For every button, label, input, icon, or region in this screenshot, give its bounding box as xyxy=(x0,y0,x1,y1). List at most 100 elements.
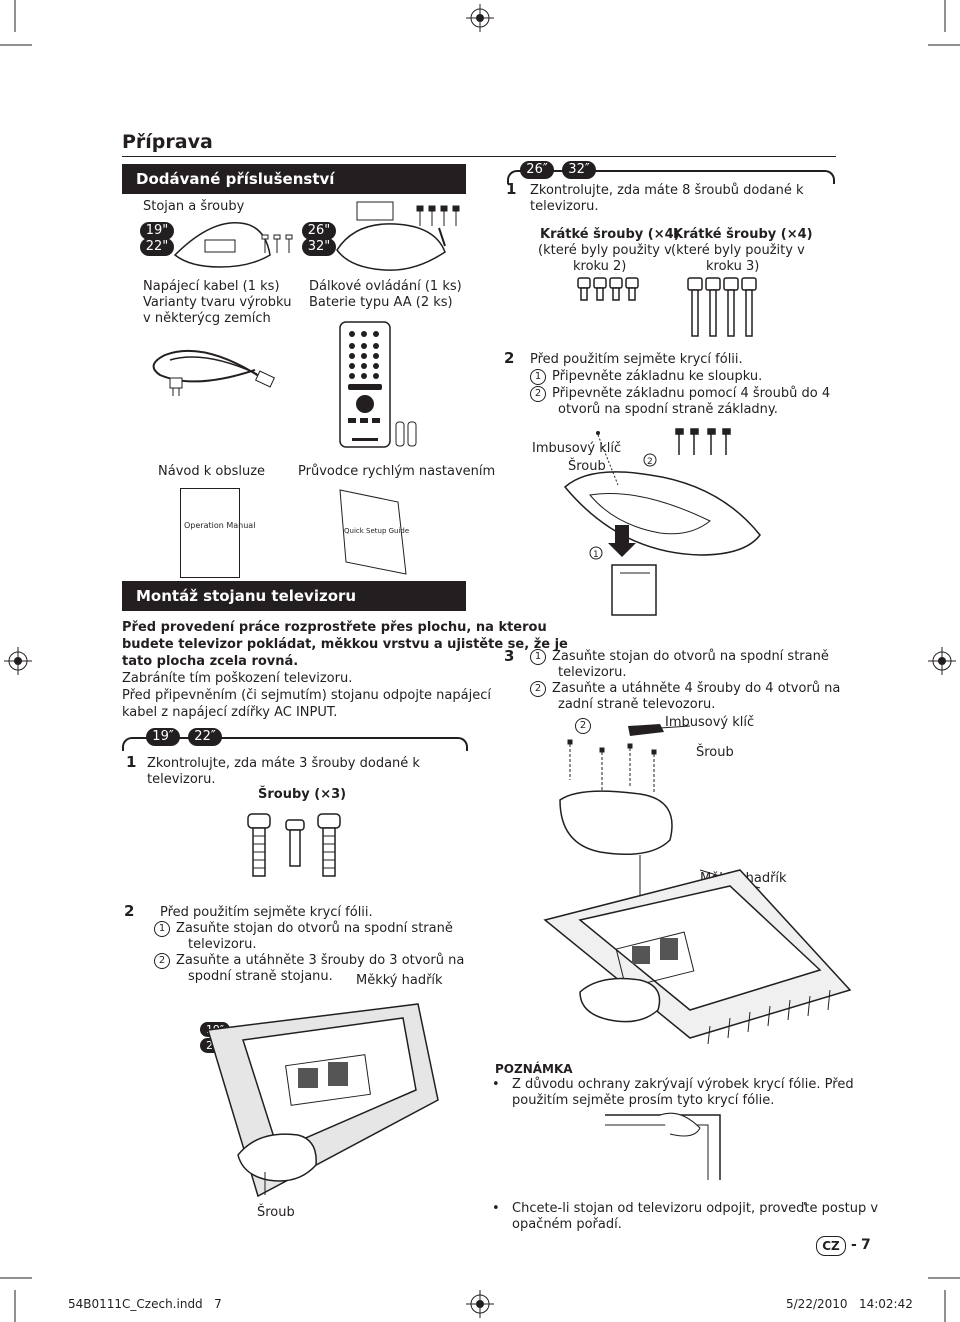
size-pill-32: 32″ xyxy=(562,161,596,179)
step2-sub2: 2 Připevněte základnu pomocí 4 šroubů do … xyxy=(530,385,830,402)
page-number: 7 xyxy=(861,1237,871,1253)
language-badge: CZ xyxy=(816,1236,846,1256)
step-number: 3 xyxy=(504,647,515,665)
screws-3-label: Šrouby (×3) xyxy=(258,787,347,802)
circle-marker: 1 xyxy=(530,649,546,665)
operation-manual-book xyxy=(180,488,240,578)
step3-sub2-cont: zadní straně televozoru. xyxy=(558,697,716,712)
screws-3-illustration xyxy=(247,813,341,877)
size-pill-26: 26″ xyxy=(520,161,554,179)
power-cable-label-3: v některýcg zemích xyxy=(143,311,271,326)
screw-b-sub-2: kroku 3) xyxy=(706,259,760,274)
step2-sub1-text: Připevněte základnu ke sloupku. xyxy=(552,369,763,384)
page-number-dash: - xyxy=(851,1237,857,1253)
quick-guide-label: Průvodce rychlým nastavením xyxy=(298,464,496,479)
stand-19-22-illustration xyxy=(173,222,293,268)
circle-marker-2: 2 xyxy=(575,717,597,734)
step-number: 2 xyxy=(504,349,515,367)
mount-warning-2: budete televizor pokládat, měkkou vrstvu… xyxy=(122,637,568,652)
step3-sub1-cont: televizoru. xyxy=(558,665,627,680)
remote-label-1: Dálkové ovládání (1 ks) xyxy=(309,279,462,294)
step3-sub2: 2 Zasuňte a utáhněte 4 šrouby do 4 otvorů… xyxy=(530,680,840,697)
size-badge-32: 32" xyxy=(302,238,336,256)
circle-marker: 2 xyxy=(530,681,546,697)
footer-filename: 54B0111C_Czech.indd 7 xyxy=(68,1297,222,1311)
screw-b-sub-1: (které byly použity v xyxy=(671,243,805,258)
step-number: 2 xyxy=(124,902,135,920)
short-screws-b-illustration xyxy=(687,277,757,337)
step1-text-b: televizoru. xyxy=(530,199,599,214)
short-screws-a-illustration xyxy=(577,277,639,301)
step2-sub1: 1 Připevněte základnu ke sloupku. xyxy=(530,368,762,385)
circle-marker: 2 xyxy=(575,718,591,734)
screw-a-title: Krátké šrouby (×4) xyxy=(540,227,680,242)
size-tab-19-22 xyxy=(122,737,468,751)
step2-sub2-cont: otvorů na spodní straně základny. xyxy=(558,402,778,417)
power-cable-label-2: Varianty tvaru výrobku xyxy=(143,295,292,310)
stand-label: Stojan a šrouby xyxy=(143,199,245,214)
mount-step2-sub1-cont: televizoru. xyxy=(188,937,257,952)
tv-back-stand-26-32-illustration xyxy=(543,724,852,1045)
screw-label-left: Šroub xyxy=(257,1205,295,1220)
mount-heading: Montáž stojanu televizoru xyxy=(122,581,466,611)
note-bullet-1: • xyxy=(492,1077,500,1092)
remote-control-illustration xyxy=(339,321,417,448)
tv-back-stand-19-22-illustration xyxy=(207,1003,439,1198)
mount-step2-sub2-text: Zasuňte a utáhněte 3 šrouby do 3 otvorů … xyxy=(176,953,465,968)
base-assembly-illustration: 2 1 xyxy=(563,428,761,616)
step3-sub2-text: Zasuňte a utáhněte 4 šrouby do 4 otvorů … xyxy=(552,681,841,696)
screw-a-sub-2: kroku 2) xyxy=(573,259,627,274)
note-2b: opačném pořadí. xyxy=(512,1217,622,1232)
mount-text-2: Před připevněním (či sejmutím) stojanu o… xyxy=(122,688,491,703)
size-badge-22: 22" xyxy=(140,238,174,256)
quick-guide-book xyxy=(339,489,407,575)
mount-warning-1: Před provedení práce rozprostřete přes p… xyxy=(122,620,547,635)
mount-step2-sub1-text: Zasuňte stojan do otvorů na spodní stran… xyxy=(176,921,453,936)
mount-text-1: Zabráníte tím poškození televizoru. xyxy=(122,671,353,686)
hex-key-label-top: Imbusový klíč xyxy=(532,441,622,456)
step-number: 1 xyxy=(506,180,517,198)
note-2a: Chcete-li stojan od televizoru odpojit, … xyxy=(512,1201,879,1216)
remote-label-2: Baterie typu AA (2 ks) xyxy=(309,295,453,310)
mount-text-3: kabel z napájecí zdířky AC INPUT. xyxy=(122,705,338,720)
manual-label: Návod k obsluze xyxy=(158,464,266,479)
size-badge-19: 19" xyxy=(140,222,174,240)
step1-text-a: Zkontrolujte, zda máte 8 šroubů dodané k xyxy=(530,183,804,198)
size-badge-26: 26" xyxy=(302,222,336,240)
stand-26-32-illustration xyxy=(336,201,460,271)
operation-manual-cover: Operation Manual xyxy=(184,521,256,530)
svg-text:2: 2 xyxy=(647,457,653,467)
mount-step1-b: televizoru. xyxy=(147,772,216,787)
screw-b-title: Krátké šrouby (×4) xyxy=(673,227,813,242)
step2-sub2-text: Připevněte základnu pomocí 4 šroubů do 4 xyxy=(552,386,831,401)
power-cable-label-1: Napájecí kabel (1 ks) xyxy=(143,279,280,294)
step2-text: Před použitím sejměte krycí fólii. xyxy=(530,352,743,367)
circle-marker: 2 xyxy=(530,386,546,402)
title-rule xyxy=(122,156,836,157)
mount-step2: Před použitím sejměte krycí fólii. xyxy=(160,905,373,920)
step3-sub1-text: Zasuňte stojan do otvorů na spodní stran… xyxy=(552,649,829,664)
mount-step2-sub2-cont: spodní straně stojanu. xyxy=(188,969,333,984)
size-pill-22: 22″ xyxy=(188,728,222,746)
size-tab-26-32 xyxy=(507,170,835,184)
note-1a: Z důvodu ochrany zakrývají výrobek krycí… xyxy=(512,1077,854,1092)
step3-sub1: 1 Zasuňte stojan do otvorů na spodní stra… xyxy=(530,648,829,665)
screw-a-sub-1: (které byly použity v xyxy=(538,243,672,258)
circle-marker: 1 xyxy=(530,369,546,385)
size-pill-19: 19″ xyxy=(146,728,180,746)
footer-datetime: 5/22/2010 14:02:42 xyxy=(786,1297,913,1311)
power-cable-illustration xyxy=(152,349,276,396)
screw-label-top: Šroub xyxy=(568,459,606,474)
quick-guide-cover: Quick Setup Guide xyxy=(344,527,410,535)
mount-step1-a: Zkontrolujte, zda máte 3 šrouby dodané k xyxy=(147,756,420,771)
cover-film-illustration xyxy=(605,1112,721,1180)
note-1b: použitím sejměte prosím tyto krycí fólie… xyxy=(512,1093,775,1108)
mount-warning-3: tato plocha zcela rovná. xyxy=(122,654,299,669)
step-number: 1 xyxy=(126,753,137,771)
note-bullet-2: • xyxy=(492,1201,500,1216)
soft-cloth-label-left: Měkký hadřík xyxy=(356,973,443,988)
note-title: POZNÁMKA xyxy=(495,1062,573,1076)
